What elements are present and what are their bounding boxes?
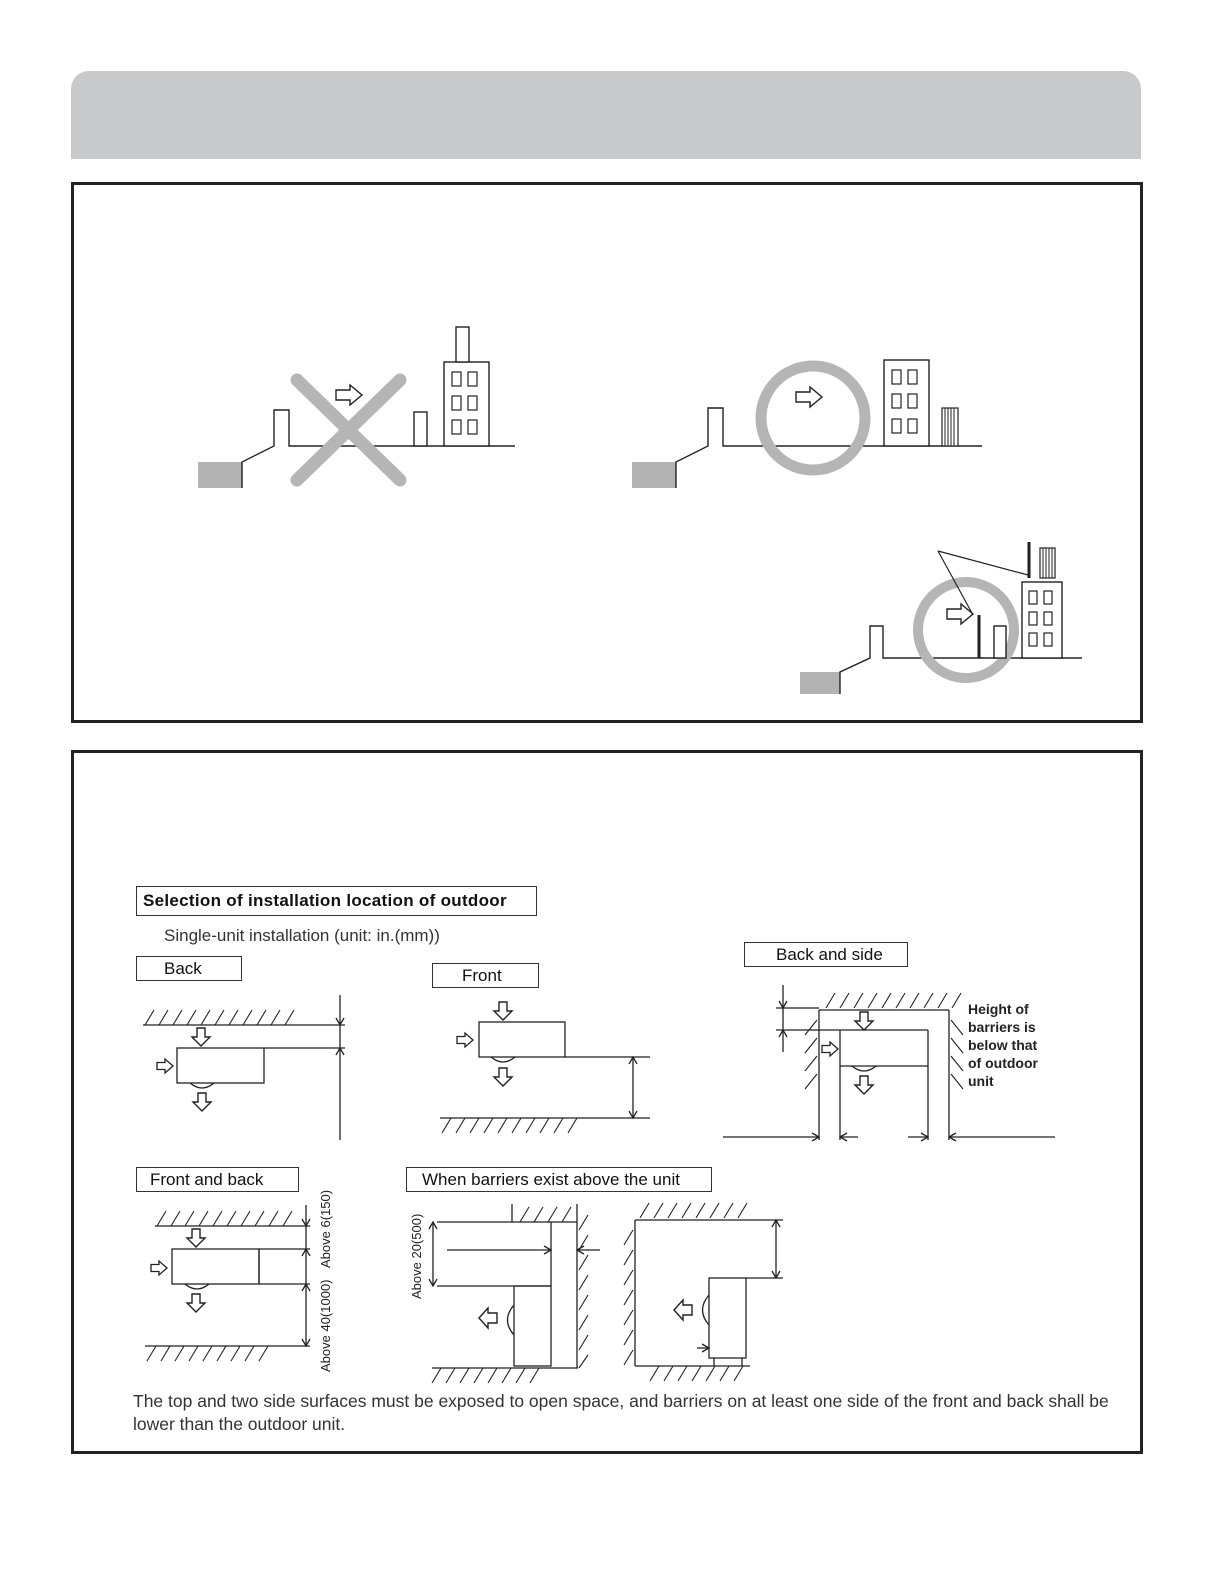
outdoor-unit-icon (941, 407, 959, 447)
door-icon (413, 411, 428, 447)
label-back: Back (136, 956, 242, 981)
wind-arrow-icon (795, 386, 823, 408)
outdoor-unit-icon (1039, 547, 1056, 579)
label-back-and-side-text: Back and side (776, 944, 883, 964)
building-icon (1021, 581, 1063, 659)
scene-barrier (800, 542, 1082, 694)
diagram-barrier-above-right (623, 1202, 783, 1382)
circle-ok-icon (755, 360, 871, 476)
scene-correct (632, 359, 982, 488)
building-icon (883, 359, 930, 447)
label-back-and-side: Back and side (744, 942, 908, 967)
note-line: of outdoor (968, 1055, 1038, 1071)
label-back-text: Back (164, 958, 202, 978)
dim-above-40: Above 40(1000) (318, 1279, 333, 1372)
dim-above-6: Above 6(150) (318, 1189, 333, 1268)
footnote: The top and two side surfaces must be ex… (133, 1391, 1109, 1434)
section-title: Selection of installation location of ou… (136, 886, 537, 916)
label-front: Front (432, 963, 539, 988)
installation-panel (71, 750, 1143, 1454)
note-line: unit (968, 1073, 994, 1089)
diagram-barrier-above-left (428, 1204, 600, 1384)
scene-wrong (198, 326, 515, 488)
dim-above-20: Above 20(500) (409, 1213, 424, 1299)
label-front-text: Front (462, 965, 502, 985)
header-band (71, 71, 1141, 159)
diagram-back (143, 995, 345, 1140)
diagram-front-and-back (145, 1205, 311, 1362)
section-title-text: Selection of installation location of ou… (143, 891, 507, 910)
note-line: below that (968, 1037, 1038, 1053)
circle-ok-icon (913, 577, 1019, 683)
label-barriers-above-text: When barriers exist above the unit (422, 1169, 680, 1189)
wind-illustration-panel (71, 182, 1143, 723)
label-front-and-back-text: Front and back (150, 1169, 264, 1189)
label-barriers-above: When barriers exist above the unit (406, 1167, 712, 1192)
door-icon (993, 625, 1007, 659)
wind-arrow-icon (335, 384, 363, 406)
diagram-back-and-side (723, 985, 1055, 1142)
diagram-front (440, 1021, 650, 1134)
door-icon (455, 326, 470, 363)
label-front-and-back: Front and back (136, 1167, 299, 1192)
note-line: Height of (968, 1001, 1029, 1017)
barrier-height-note: Height of barriers is below that of outd… (968, 1000, 1038, 1090)
unit-block (198, 462, 242, 488)
note-line: barriers is (968, 1019, 1036, 1035)
section-subtitle: Single-unit installation (unit: in.(mm)) (164, 926, 440, 945)
building-icon (443, 361, 490, 447)
